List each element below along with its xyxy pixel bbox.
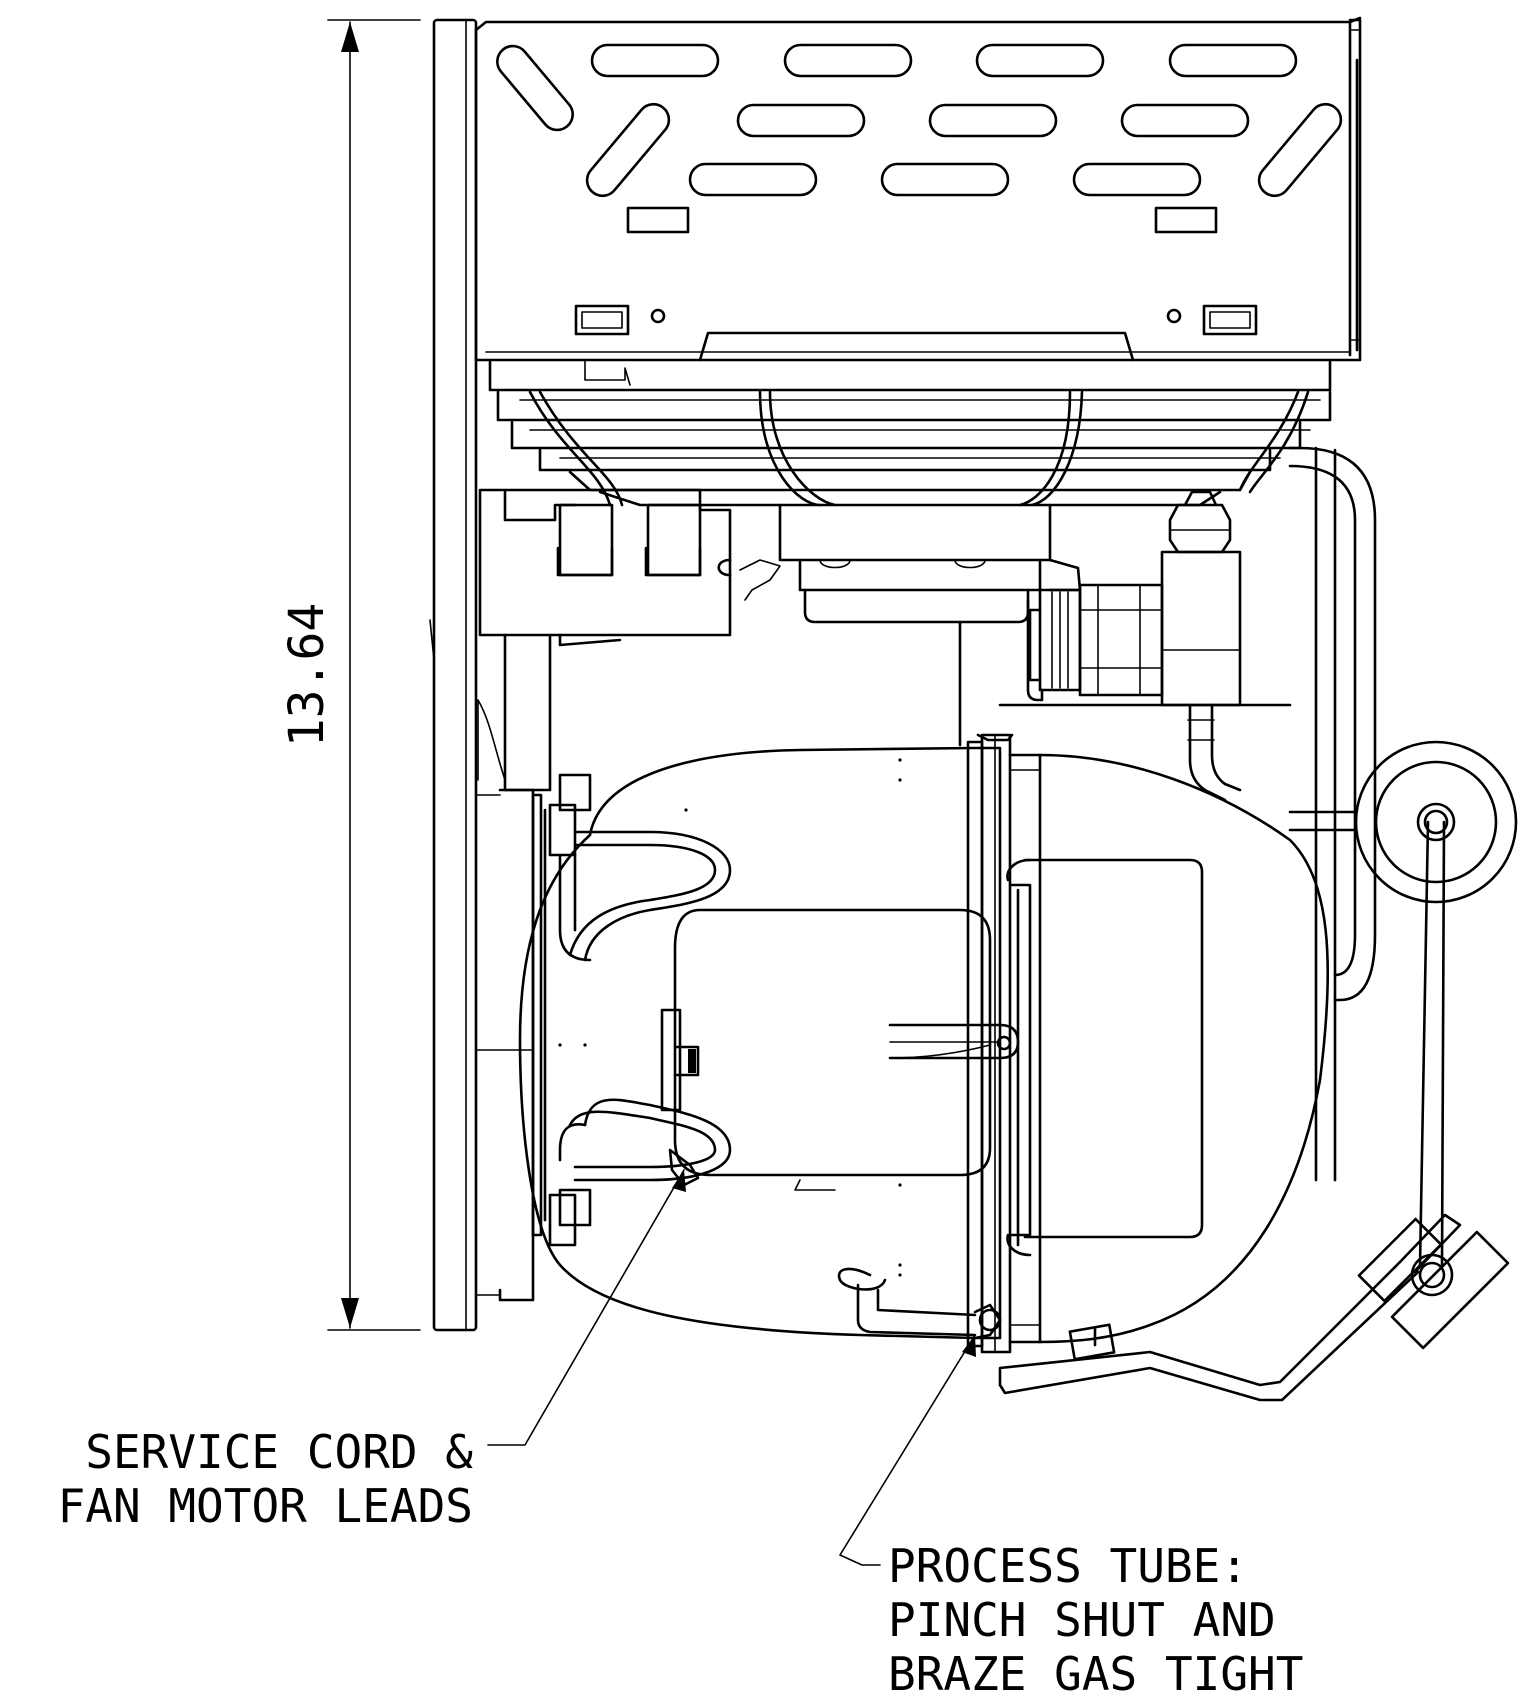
support-rod <box>1354 740 1518 1297</box>
mounting-bracket <box>998 1213 1510 1402</box>
process-tube-label-line1: PROCESS TUBE: <box>888 1539 1248 1593</box>
base-plate <box>429 18 478 1332</box>
fan-shroud <box>474 16 1362 362</box>
compressor <box>475 733 1330 1354</box>
shroud-cutout-right <box>1154 206 1218 234</box>
leader-arrow-service-cord <box>672 1170 686 1192</box>
leader-line-service-cord <box>487 1169 685 1446</box>
callout-process-tube: PROCESS TUBE: PINCH SHUT AND BRAZE GAS T… <box>839 1334 1303 1701</box>
grille-slots <box>496 43 1343 198</box>
leader-line-process-tube <box>839 1334 976 1566</box>
fan-assembly <box>488 359 1332 507</box>
dimension-arrow-top <box>341 22 359 52</box>
height-dimension: 13.64 <box>279 19 421 1331</box>
service-cord-label-line1: SERVICE CORD & <box>85 1425 473 1479</box>
shroud-cutout-left <box>626 206 690 234</box>
motor-mount <box>477 488 1082 792</box>
screw-hole-right <box>1166 308 1182 324</box>
callout-service-cord: SERVICE CORD & FAN MOTOR LEADS <box>58 1169 686 1533</box>
leader-arrow-process-tube <box>962 1335 976 1357</box>
process-tube-label-line3: BRAZE GAS TIGHT <box>888 1647 1303 1701</box>
dimension-value: 13.64 <box>279 603 335 748</box>
tubing <box>998 446 1377 1182</box>
dimension-arrow-bottom <box>341 1298 359 1328</box>
service-cord-label-line2: FAN MOTOR LEADS <box>58 1479 473 1533</box>
process-tube-label-line2: PINCH SHUT AND <box>888 1593 1276 1647</box>
screw-hole-left <box>650 308 666 324</box>
